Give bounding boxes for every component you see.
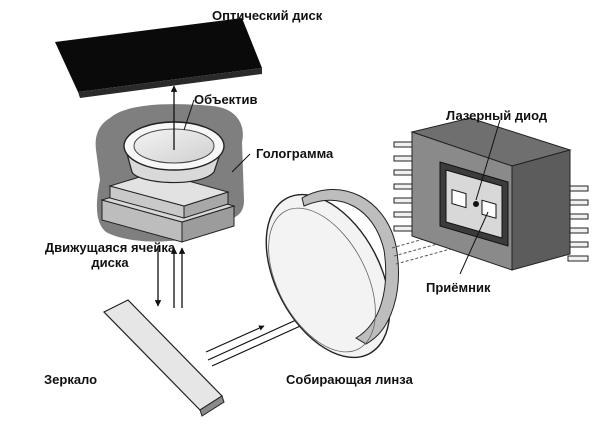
vertical-beams bbox=[154, 246, 186, 308]
laser-diode-label: Лазерный диод bbox=[446, 108, 548, 123]
hologram-label: Голограмма bbox=[256, 146, 334, 161]
mirror-label: Зеркало bbox=[44, 372, 98, 387]
mirror bbox=[102, 299, 225, 417]
laser-module bbox=[393, 117, 589, 271]
objective-label: Объектив bbox=[194, 92, 258, 107]
collecting-lens-label: Собирающая линза bbox=[286, 372, 413, 387]
moving-cell-label: Движущаяся ячейка диска bbox=[10, 240, 210, 270]
moving-cell-label-line1: Движущаяся ячейка bbox=[44, 240, 176, 255]
leader-lines bbox=[183, 99, 501, 275]
collecting-lens bbox=[265, 188, 399, 359]
moving-cell-label-line2: диска bbox=[91, 255, 129, 270]
optical-disc bbox=[55, 18, 262, 98]
receiver-label: Приёмник bbox=[426, 280, 491, 295]
moving-cell-assembly bbox=[95, 85, 245, 243]
optical-disc-label: Оптический диск bbox=[212, 8, 323, 23]
